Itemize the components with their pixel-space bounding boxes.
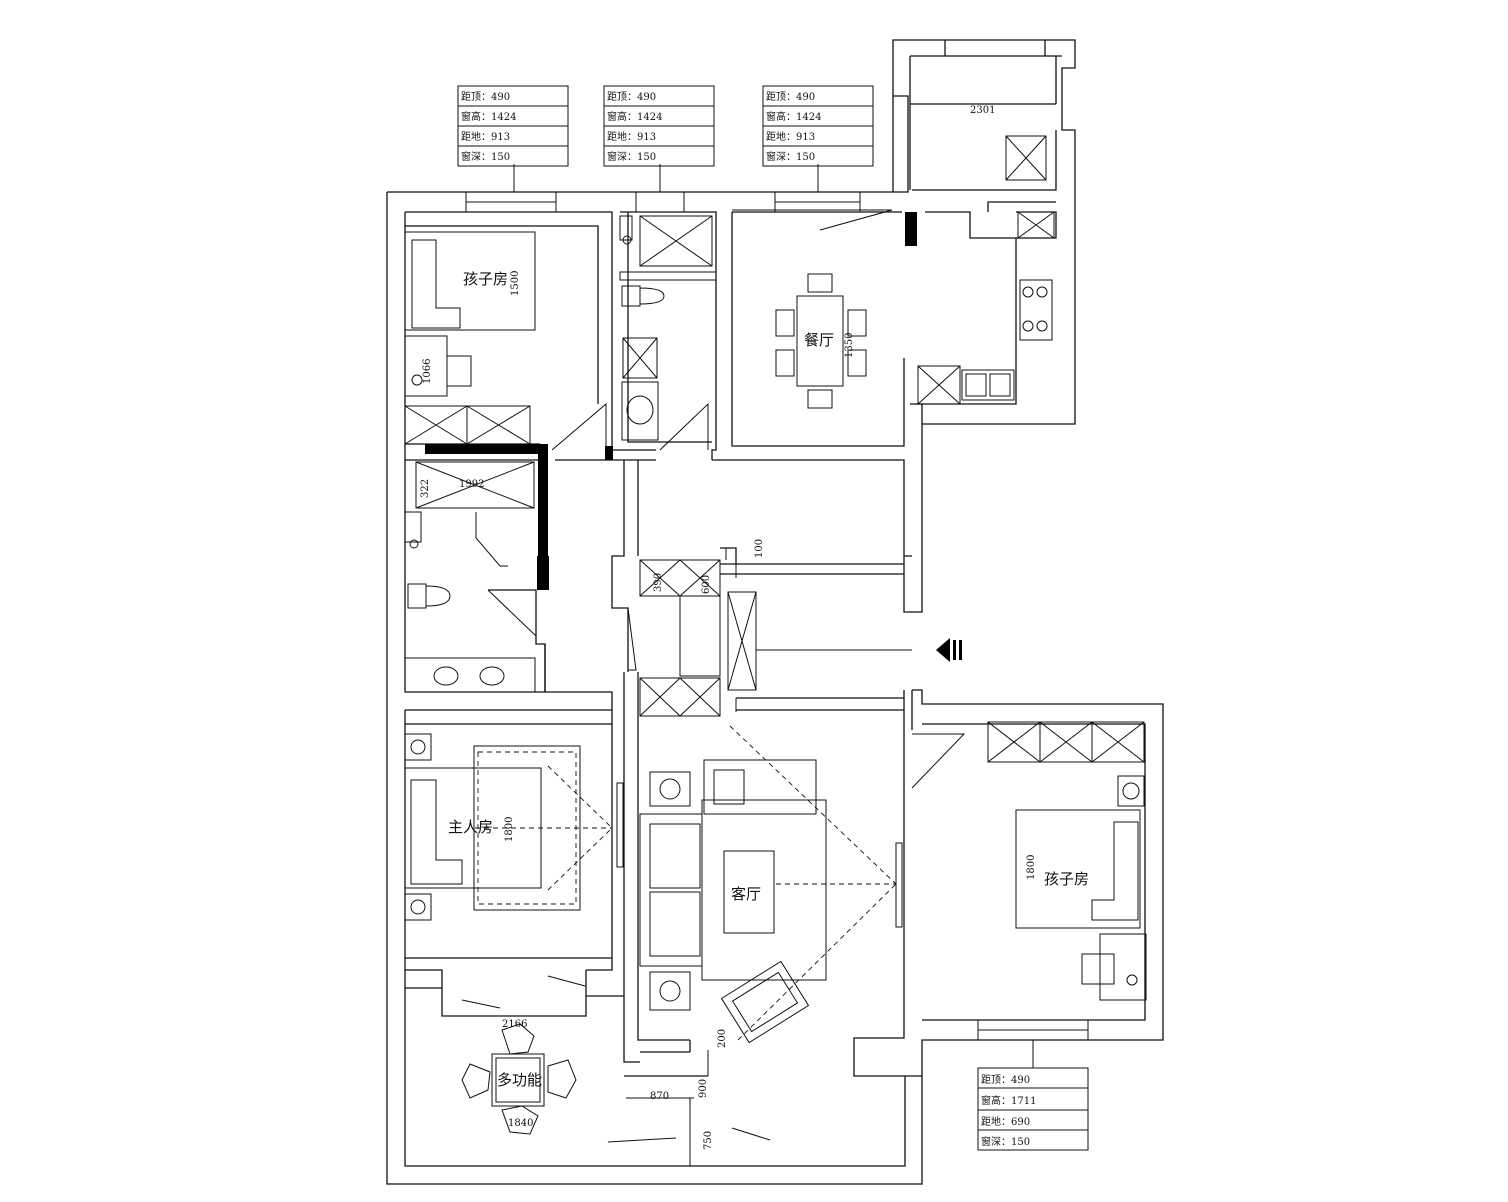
kids-room-2-furniture: [987, 721, 1147, 1001]
dimension-label: 1800: [1026, 855, 1037, 880]
room-label-kids-1: 孩子房: [463, 270, 508, 288]
stove-icon: [1019, 279, 1053, 341]
dimension-lines: [513, 164, 1034, 1166]
spec-line: 窗高：1711: [981, 1094, 1036, 1107]
living-room-furniture: [639, 725, 897, 1044]
dimension-label: 870: [650, 1091, 669, 1102]
wardrobe-icon: [987, 721, 1145, 763]
room-label-dining: 餐厅: [804, 331, 834, 349]
dimension-label: 2301: [970, 105, 995, 116]
windows: [461, 191, 1089, 1143]
room-label-living: 客厅: [731, 885, 761, 903]
dimension-label: 1066: [422, 359, 433, 384]
spec-line: 距顶：490: [766, 91, 815, 103]
spec-line: 窗深：150: [766, 150, 815, 163]
spec-line: 窗深：150: [607, 150, 656, 163]
dimension-label: 750: [703, 1131, 714, 1150]
spec-line: 距顶：490: [461, 91, 510, 103]
spec-line: 距顶：490: [607, 91, 656, 103]
spec-line: 窗深：150: [461, 150, 510, 163]
room-label-multi: 多功能: [497, 1071, 542, 1089]
window-spec-table-4: 距顶：490 窗高：1711 距地：690 窗深：150: [981, 1074, 1036, 1148]
new-wall-marks: [425, 212, 917, 590]
small-bath-fixtures: [619, 215, 717, 441]
spec-line: 窗高：1424: [461, 110, 516, 123]
armchair-icon: [703, 759, 817, 815]
spec-line: 窗高：1424: [607, 110, 662, 123]
window-spec-frames: [457, 85, 1089, 1151]
spec-line: 窗高：1424: [766, 110, 821, 123]
room-label-master: 主人房: [448, 818, 493, 836]
doors: [487, 209, 966, 789]
spec-line: 距地：913: [607, 130, 656, 143]
entrance-arrow-icon: [936, 638, 962, 662]
lamp-icon: [404, 893, 432, 921]
dining-kitchen-furniture: [775, 135, 1055, 409]
corridor-cabinets: [639, 559, 912, 717]
dimension-label: 900: [698, 1079, 709, 1098]
interior-walls: [405, 201, 1146, 1077]
master-bedroom-furniture: [404, 733, 613, 921]
lamp-icon: [649, 771, 691, 807]
window-spec-table-2: 距顶：490 窗高：1424 距地：913 窗深：150: [607, 91, 662, 163]
dimension-label: 2166: [502, 1019, 527, 1030]
window-spec-table-1: 距顶：490 窗高：1424 距地：913 窗深：150: [461, 91, 516, 163]
dimension-label: 390: [653, 573, 664, 592]
spec-line: 距地：913: [461, 130, 510, 143]
dimension-label: 200: [717, 1029, 728, 1048]
dimension-label: 1840: [508, 1118, 533, 1129]
sofa-icon: [639, 813, 703, 967]
armchair-icon: [720, 960, 810, 1044]
lamp-icon: [404, 733, 432, 761]
master-bath-fixtures: [404, 461, 536, 693]
toilet-icon: [621, 285, 665, 307]
dimension-label: 100: [754, 539, 765, 558]
room-label-kids-2: 孩子房: [1044, 870, 1089, 888]
window-spec-table-3: 距顶：490 窗高：1424 距地：913 窗深：150: [766, 91, 821, 163]
dimension-label: 1500: [510, 271, 521, 296]
dimension-label: 1992: [459, 479, 484, 490]
dimension-label: 322: [420, 479, 431, 498]
kids-room-1-furniture: [404, 231, 536, 445]
dimension-label: 600: [701, 575, 712, 594]
spec-line: 距地：913: [766, 130, 815, 143]
bed-icon: [1015, 809, 1141, 929]
lamp-icon: [1117, 775, 1145, 807]
bed-icon: [404, 231, 536, 331]
spec-line: 距地：690: [981, 1115, 1030, 1128]
multi-room-furniture: [461, 1023, 577, 1135]
dimension-label: 1350: [844, 333, 855, 358]
spec-line: 距顶：490: [981, 1074, 1030, 1086]
spec-line: 窗深：150: [981, 1135, 1030, 1148]
dimension-label: 1800: [504, 817, 515, 842]
wash-basin-icon: [621, 381, 659, 441]
sink-icon: [961, 369, 1015, 401]
lamp-icon: [649, 971, 691, 1011]
